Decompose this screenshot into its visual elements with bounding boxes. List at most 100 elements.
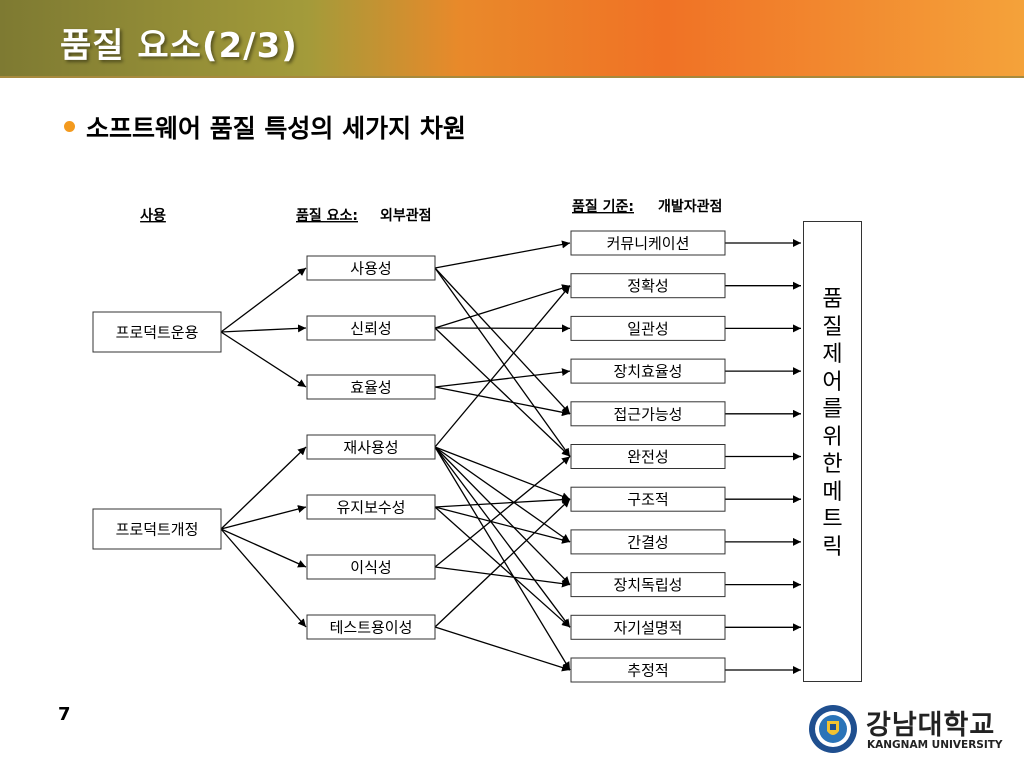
criterion-node: 커뮤니케이션 — [570, 230, 726, 256]
criterion-node-rect — [570, 358, 726, 384]
criterion-node-rect — [570, 315, 726, 341]
usage-factor-arrow — [220, 324, 307, 333]
criterion-node: 접근가능성 — [570, 401, 726, 427]
criterion-node-label: 완전성 — [627, 448, 668, 466]
factor-node-rect — [306, 494, 436, 520]
factors-view-label: 외부관점 — [380, 207, 432, 224]
criteria-view-label: 개발자관점 — [658, 198, 722, 215]
bullet-text: 소프트웨어 품질 특성의 세가지 차원 — [86, 114, 466, 143]
slide-title: 품질 요소(2/3) — [60, 26, 298, 66]
title-banner — [0, 0, 1024, 78]
factor-criterion-arrow — [434, 495, 571, 508]
factor-node: 유지보수성 — [306, 494, 436, 520]
factor-criterion-arrow — [434, 267, 571, 457]
bullet-dot-icon — [64, 121, 75, 132]
factor-node-rect — [306, 614, 436, 640]
criterion-node-label: 일관성 — [627, 320, 668, 338]
factor-criterion-arrow — [434, 446, 571, 543]
criterion-node-label: 장치독립성 — [613, 576, 682, 594]
criterion-node-label: 추정적 — [627, 662, 668, 680]
factor-criterion-arrow — [434, 386, 571, 417]
factor-criterion-arrow — [434, 506, 571, 544]
factor-node-rect — [306, 374, 436, 400]
factor-criterion-arrow — [434, 626, 571, 672]
factor-node-label: 이식성 — [350, 559, 391, 577]
factor-criterion-arrow — [434, 240, 571, 269]
usage-factor-arrow — [220, 528, 307, 568]
factor-criterion-arrow — [434, 446, 571, 628]
factor-criterion-arrow — [434, 327, 571, 457]
criterion-node-label: 접근가능성 — [613, 405, 682, 423]
factor-node: 테스트용이성 — [306, 614, 436, 640]
factor-node: 이식성 — [306, 554, 436, 580]
factor-criterion-arrow — [434, 285, 571, 448]
factor-node: 사용성 — [306, 255, 436, 281]
factor-criterion-arrow — [434, 368, 571, 388]
criterion-node: 완전성 — [570, 444, 726, 469]
criterion-node-label: 간결성 — [627, 533, 668, 551]
factor-node-label: 신뢰성 — [350, 320, 391, 338]
criteria-header: 품질 기준: — [572, 199, 634, 215]
banner-bottom-band — [0, 76, 1024, 78]
usage-node: 프로덕트운용 — [92, 311, 222, 353]
factor-node: 재사용성 — [306, 434, 436, 460]
factor-node-label: 테스트용이성 — [330, 619, 413, 637]
usage-node-rect — [92, 311, 222, 353]
criterion-node-rect — [570, 657, 726, 683]
factor-node: 신뢰성 — [306, 315, 436, 341]
criterion-node-label: 정확성 — [627, 277, 668, 295]
usage-node-label: 프로덕트개정 — [116, 521, 199, 539]
factor-node: 효율성 — [306, 374, 436, 400]
usage-node-label: 프로덕트운용 — [116, 324, 199, 342]
factor-criterion-arrow — [434, 455, 571, 568]
factors-header: 품질 요소: — [296, 208, 358, 224]
criterion-node: 장치효율성 — [570, 358, 726, 384]
criterion-node: 정확성 — [570, 273, 726, 299]
usage-factor-arrow — [220, 331, 307, 388]
factor-criterion-arrow — [434, 446, 571, 586]
criterion-node-rect — [570, 444, 726, 469]
factor-node-label: 효율성 — [350, 379, 391, 397]
criterion-node-label: 구조적 — [627, 491, 668, 509]
usage-factor-arrow — [220, 505, 307, 530]
criterion-node: 자기설명적 — [570, 614, 726, 640]
criterion-node: 장치독립성 — [570, 572, 726, 598]
criterion-node-rect — [570, 273, 726, 299]
criterion-node: 간결성 — [570, 529, 726, 555]
university-name-en: KANGNAM UNIVERSITY — [867, 739, 1003, 751]
factor-criterion-arrow — [434, 498, 571, 628]
university-emblem-icon — [809, 705, 857, 753]
factor-criterion-arrow — [434, 284, 571, 329]
university-name-ko: 강남대학교 — [866, 710, 996, 741]
factor-criterion-arrow — [434, 446, 571, 671]
criterion-node-label: 장치효율성 — [613, 363, 682, 381]
criterion-node-label: 자기설명적 — [613, 619, 682, 637]
criterion-node-rect — [570, 529, 726, 555]
factor-criterion-arrow — [434, 267, 571, 415]
factor-node-label: 재사용성 — [343, 439, 398, 457]
metric-label: 품 질 제 어 를 위 한 메 트 릭 — [822, 287, 843, 560]
criterion-node-rect — [570, 401, 726, 427]
criterion-node-rect — [570, 486, 726, 512]
criterion-node-label: 커뮤니케이션 — [607, 235, 690, 253]
usage-header: 사용 — [140, 208, 166, 224]
criterion-node: 구조적 — [570, 486, 726, 512]
criterion-node: 일관성 — [570, 315, 726, 341]
page-number: 7 — [58, 704, 71, 725]
factor-node-rect — [306, 434, 436, 460]
diagram-edges — [220, 239, 801, 674]
usage-factor-arrow — [220, 267, 307, 333]
factor-node-label: 사용성 — [350, 260, 391, 278]
factor-criterion-arrow — [434, 446, 571, 501]
usage-factor-arrow — [220, 446, 307, 530]
usage-node: 프로덕트개정 — [92, 508, 222, 550]
factor-criterion-arrow — [434, 506, 571, 628]
criterion-node-rect — [570, 572, 726, 598]
factor-criterion-arrow — [434, 566, 571, 588]
factor-node-label: 유지보수성 — [336, 499, 405, 517]
metric-box: 품 질 제 어 를 위 한 메 트 릭 — [803, 221, 862, 682]
criterion-node: 추정적 — [570, 657, 726, 683]
usage-factor-arrow — [220, 528, 307, 628]
